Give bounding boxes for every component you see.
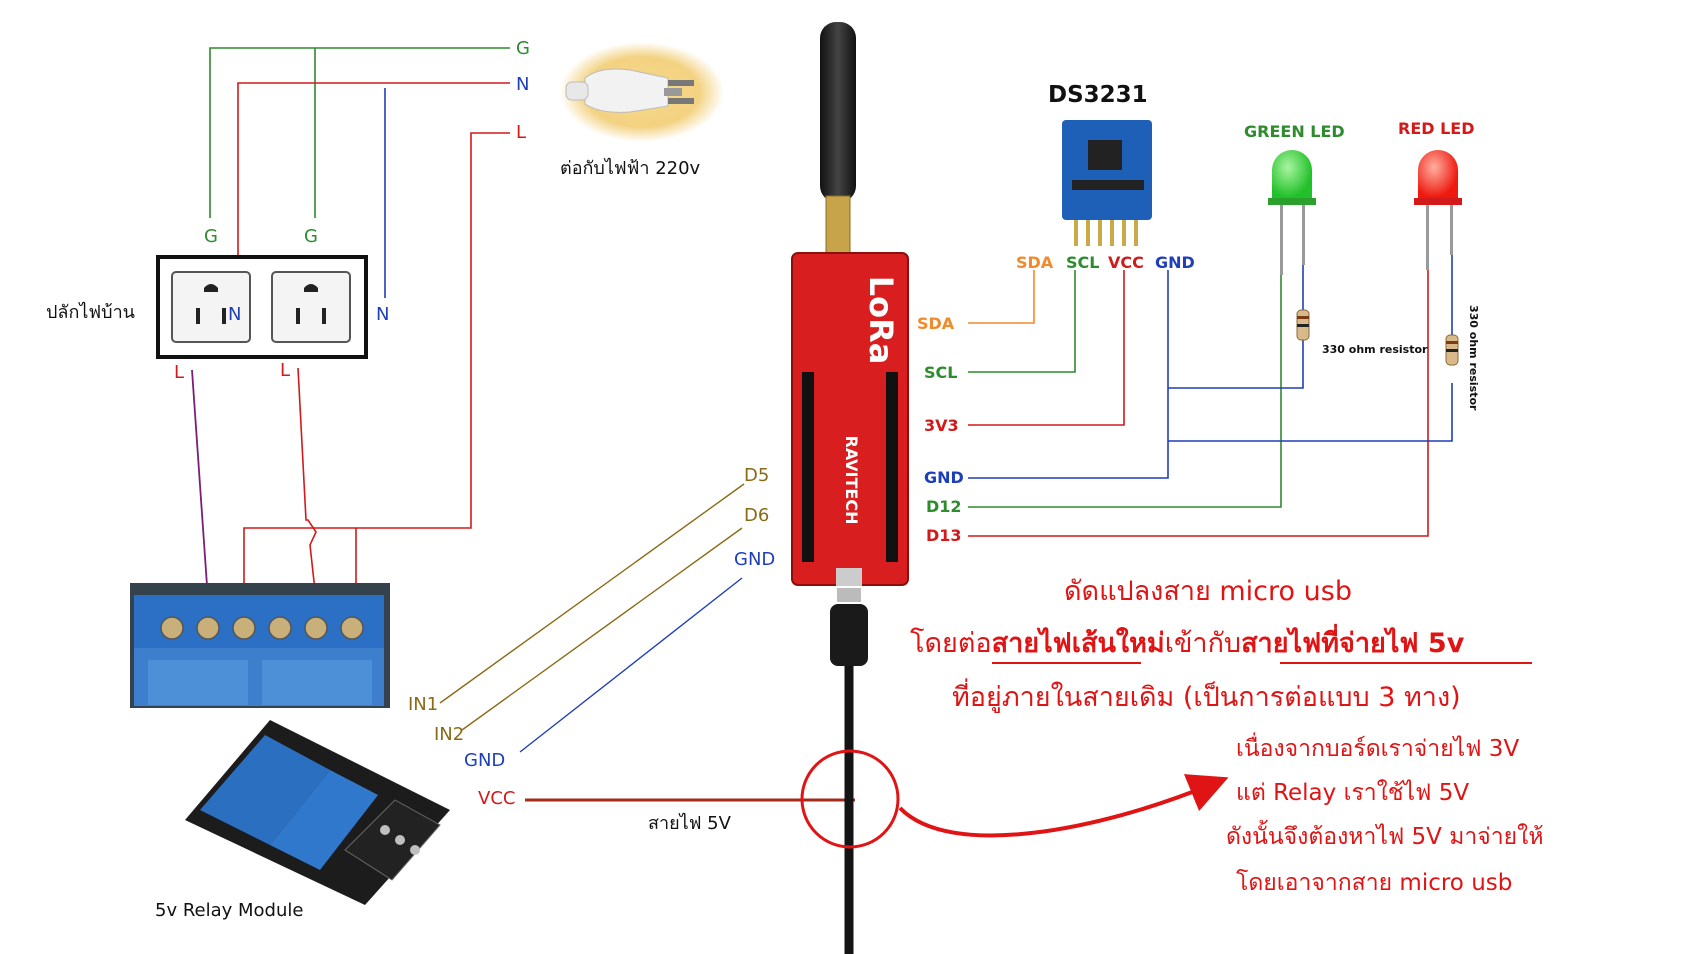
rtc-pin-vcc: VCC [1108,253,1144,272]
reason-line4: โดยเอาจากสาย micro usb [1236,870,1513,896]
rtc-pin-scl: SCL [1066,253,1100,272]
red-led-label: RED LED [1398,119,1475,138]
mains-l-label: L [516,122,527,143]
rtc-pin-gnd: GND [1155,253,1195,272]
relay-signal-wires [439,483,745,753]
board-pin-d13: D13 [926,526,962,545]
outlet-n-outer: N [376,304,390,325]
relay-vcc: VCC [478,788,516,809]
plug-caption: ต่อกับไฟฟ้า 220v [560,158,701,179]
usb-note-line2-c: เข้ากับ [1164,628,1242,659]
power-plug-image [560,42,724,142]
usb-note-line1: ดัดแปลงสาย micro usb [1064,576,1352,607]
board-pin-d6: D6 [744,505,770,526]
green-led-label: GREEN LED [1244,122,1345,141]
usb-note-line3: ที่อยู่ภายในสายเดิม (เป็นการต่อแบบ 3 ทาง… [952,682,1461,713]
board-pin-d5: D5 [744,465,770,486]
mains-wires [191,47,510,601]
rtc-pin-sda: SDA [1016,253,1054,272]
usb-note-line2-a: โดยต่อ [910,628,992,659]
relay-module-image [185,720,450,905]
outlet-l-left: L [174,362,185,383]
green-led-image [1268,150,1316,341]
board-pin-gnd: GND [924,468,964,487]
board-pin-sda: SDA [917,314,955,333]
outlet-n-inner: N [228,304,242,325]
explanation-arrow [898,774,1229,838]
board-pin-3v3: 3V3 [924,416,959,435]
usb-note-line2: โดยต่อสายไฟเส้นใหม่เข้ากับสายไฟที่จ่ายไฟ… [910,630,1464,657]
relay-gnd: GND [464,750,506,771]
board-pin-d12: D12 [926,497,962,516]
relay-terminal-image [130,583,390,708]
mains-g-label: G [516,38,530,59]
reason-line2: แต่ Relay เราใช้ไฟ 5V [1236,780,1470,806]
module-wires [968,248,1453,537]
board-brand: LoRa [862,276,900,365]
red-led-image [1414,150,1462,366]
green-resistor-label: 330 ohm resistor [1322,343,1428,356]
relay-in2: IN2 [434,724,465,745]
reason-line3: ดังนั้นจึงต้องหาไฟ 5V มาจ่ายให้ [1226,824,1544,850]
relay-caption: 5v Relay Module [155,900,304,921]
mains-n-label: N [516,74,530,95]
rtc-title: DS3231 [1048,82,1148,108]
reason-line1: เนื่องจากบอร์ดเราจ่ายไฟ 3V [1236,736,1520,762]
red-resistor-label: 330 ohm resistor [1467,305,1480,411]
relay-in1: IN1 [408,694,439,715]
outlet-g-left: G [204,226,218,247]
board-pin-scl: SCL [924,363,958,382]
lora-board-image [791,22,909,666]
ds3231-module-image [1062,120,1152,246]
outlet-l-right: L [280,360,291,381]
outlet-label: ปลักไฟบ้าน [46,302,135,323]
usb-note-line2-d: สายไฟที่จ่ายไฟ 5v [1241,628,1465,659]
outlet-g-right: G [304,226,318,247]
usb-note-line2-b: สายไฟเส้นใหม่ [991,628,1165,659]
board-pin-gnd-left: GND [734,549,776,570]
board-maker: RAVITECH [842,436,861,525]
wire-5v-label: สายไฟ 5V [648,813,731,834]
wall-outlet [156,255,368,359]
splice-circle [800,749,900,849]
